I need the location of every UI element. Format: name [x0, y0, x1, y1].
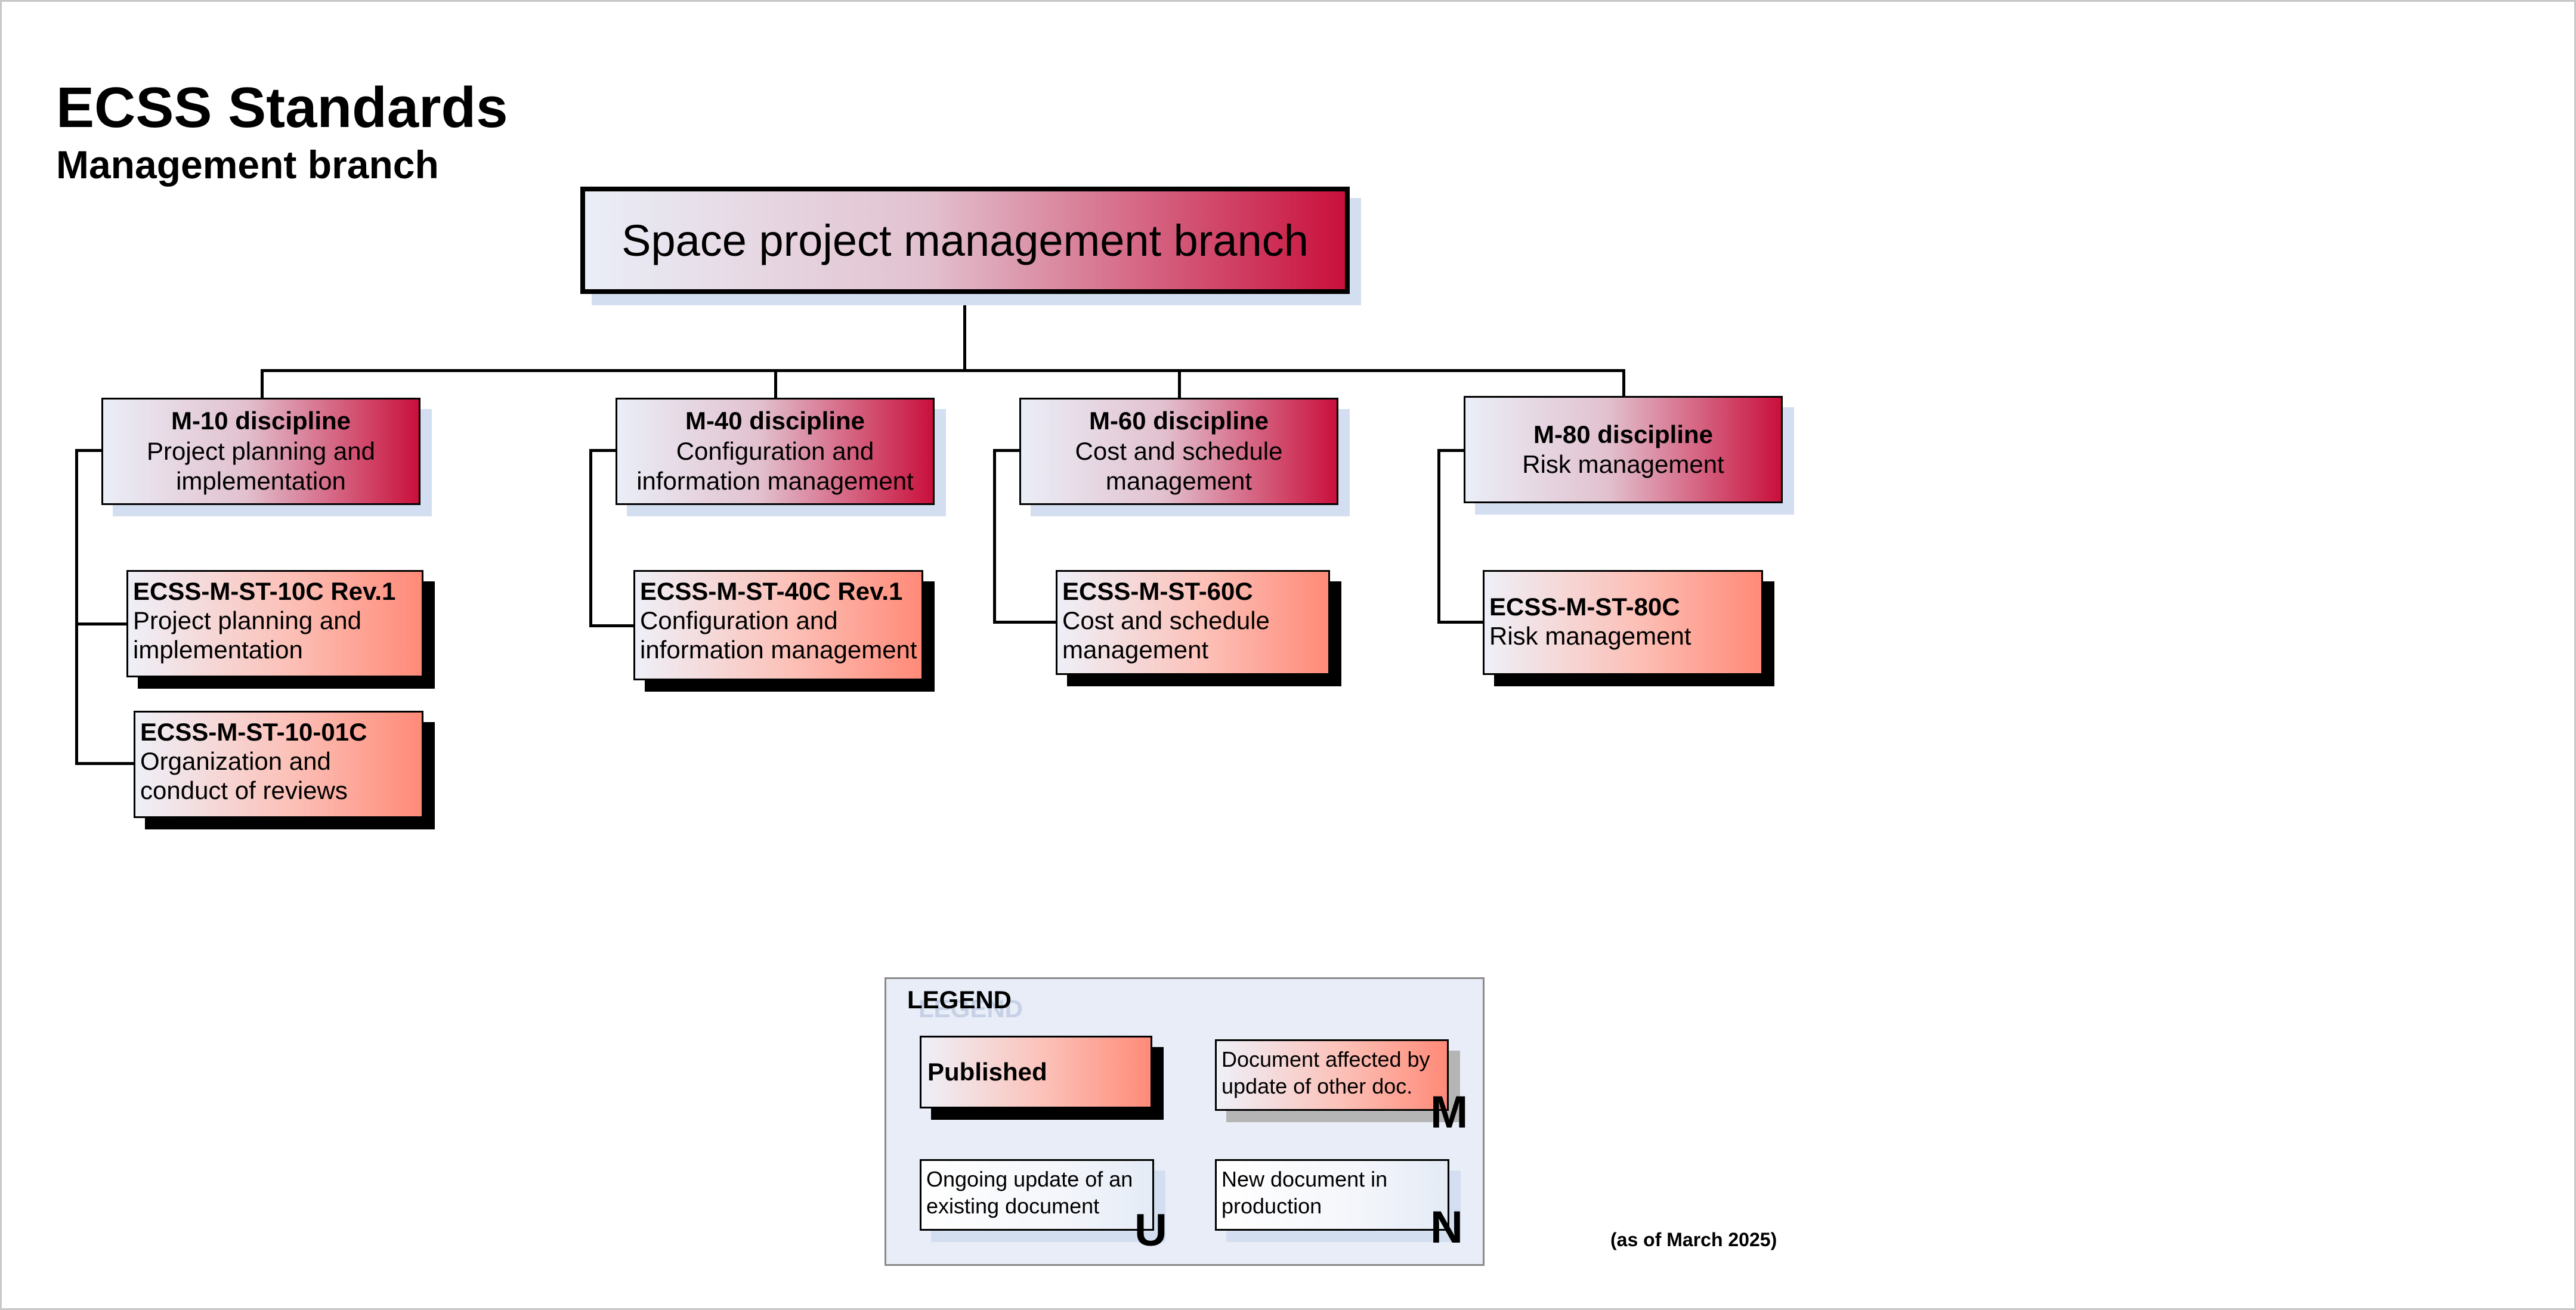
standard-m-st-10c: ECSS-M-ST-10C Rev.1 Project planning and… [126, 570, 423, 677]
standard-desc: implementation [133, 636, 303, 664]
legend-published-label: Published [927, 1058, 1047, 1086]
standard-desc: conduct of reviews [140, 776, 348, 805]
discipline-desc: implementation [176, 467, 346, 495]
legend-affected-text: Document affected by [1221, 1047, 1430, 1071]
discipline-desc: management [1105, 467, 1253, 495]
page-title: ECSS Standards [56, 76, 508, 140]
standard-desc: Risk management [1489, 622, 1691, 651]
m10-link-2 [75, 762, 135, 765]
standard-desc: management [1062, 636, 1209, 664]
m40-tick-top [589, 449, 618, 452]
legend-affected: Document affected by update of other doc… [1215, 1039, 1449, 1111]
drop-m10 [261, 369, 264, 398]
m60-spine [993, 449, 996, 624]
standard-code: ECSS-M-ST-80C [1489, 593, 1680, 621]
root-stem [963, 294, 966, 371]
m10-link-1 [75, 623, 128, 625]
standard-desc: Organization and [140, 747, 331, 776]
discipline-code: M-40 discipline [685, 407, 865, 435]
root-node: Space project management branch [580, 187, 1350, 294]
discipline-desc: Configuration and [676, 436, 874, 465]
standard-m-st-10-01c: ECSS-M-ST-10-01C Organization and conduc… [134, 711, 423, 818]
as-of-date: (as of March 2025) [1610, 1229, 1777, 1250]
standard-desc: Cost and schedule [1062, 606, 1270, 635]
standard-desc: information management [640, 636, 917, 664]
discipline-desc: Project planning and [147, 436, 375, 465]
discipline-m10: M-10 discipline Project planning and imp… [101, 398, 420, 505]
legend-new: New document in production [1215, 1159, 1449, 1231]
legend-title-shadow: LEGEND [919, 995, 1023, 1023]
m40-link-1 [589, 624, 635, 627]
m10-tick-top [75, 449, 104, 452]
standard-m-st-80c: ECSS-M-ST-80C Risk management [1483, 570, 1763, 675]
legend-affected-marker: M [1430, 1087, 1468, 1138]
legend-new-marker: N [1430, 1202, 1463, 1253]
legend-published: Published [920, 1036, 1152, 1108]
m80-link-1 [1437, 621, 1484, 624]
page-subtitle: Management branch [56, 143, 439, 187]
root-label: Space project management branch [621, 215, 1309, 265]
standard-code: ECSS-M-ST-40C Rev.1 [640, 577, 903, 605]
top-bus [261, 369, 1625, 372]
discipline-desc: Cost and schedule [1075, 436, 1283, 465]
m40-spine [589, 449, 592, 627]
discipline-code: M-80 discipline [1533, 420, 1714, 448]
standard-desc: Configuration and [640, 606, 838, 635]
legend-ongoing-text: existing document [926, 1194, 1100, 1218]
m80-tick-top [1437, 449, 1466, 452]
discipline-m60: M-60 discipline Cost and schedule manage… [1019, 398, 1338, 505]
discipline-code: M-10 discipline [171, 407, 351, 435]
legend-new-text: New document in [1221, 1167, 1388, 1191]
drop-m80 [1622, 369, 1625, 398]
discipline-desc: Risk management [1522, 450, 1724, 478]
legend-ongoing-text: Ongoing update of an [926, 1167, 1133, 1191]
standard-m-st-40c: ECSS-M-ST-40C Rev.1 Configuration and in… [633, 570, 923, 680]
discipline-m40: M-40 discipline Configuration and inform… [616, 398, 935, 505]
m10-spine [75, 449, 78, 765]
discipline-desc: information management [636, 467, 914, 495]
m80-spine [1437, 449, 1440, 624]
legend-new-text: production [1221, 1194, 1322, 1218]
drop-m40 [774, 369, 777, 398]
m60-tick-top [993, 449, 1022, 452]
discipline-code: M-60 discipline [1088, 407, 1269, 435]
legend-title: LEGEND [907, 986, 1012, 1014]
standard-code: ECSS-M-ST-60C [1062, 577, 1253, 605]
standard-m-st-60c: ECSS-M-ST-60C Cost and schedule manageme… [1056, 570, 1330, 675]
legend-ongoing-marker: U [1134, 1205, 1167, 1256]
m60-link-1 [993, 621, 1056, 624]
standard-code: ECSS-M-ST-10C Rev.1 [133, 577, 396, 605]
legend-ongoing: Ongoing update of an existing document [920, 1159, 1154, 1231]
legend-affected-text: update of other doc. [1221, 1074, 1413, 1098]
drop-m60 [1178, 369, 1181, 398]
discipline-m80: M-80 discipline Risk management [1464, 396, 1783, 503]
standard-desc: Project planning and [133, 606, 361, 635]
standard-code: ECSS-M-ST-10-01C [140, 718, 367, 746]
